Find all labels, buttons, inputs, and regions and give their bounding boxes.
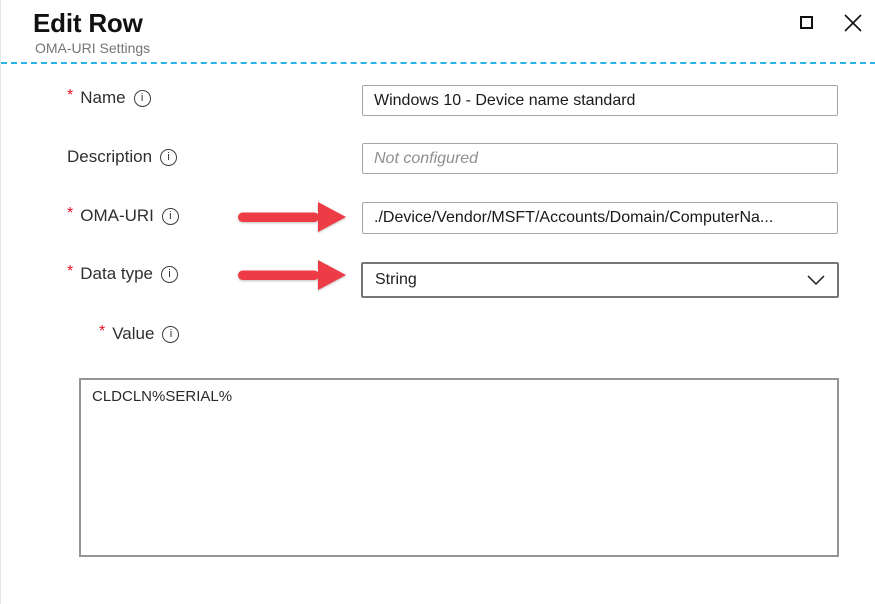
description-label: Description i (67, 147, 178, 167)
oma-uri-label-text: OMA-URI (80, 206, 154, 225)
dashed-separator (1, 62, 875, 64)
info-icon[interactable]: i (161, 207, 179, 225)
description-input[interactable] (362, 143, 838, 174)
value-label: * Value i (99, 323, 180, 344)
red-arrow-annotation (238, 202, 346, 232)
name-label-text: Name (80, 88, 126, 107)
required-marker: * (67, 87, 74, 104)
name-label: * Name i (67, 87, 151, 108)
description-label-text: Description (67, 147, 153, 166)
info-icon[interactable]: i (161, 265, 178, 283)
oma-uri-input[interactable] (362, 202, 838, 234)
data-type-select[interactable]: String (361, 262, 839, 298)
info-icon[interactable]: i (133, 89, 151, 107)
required-marker: * (67, 263, 74, 280)
close-icon[interactable] (842, 12, 864, 34)
maximize-icon[interactable] (800, 16, 813, 29)
name-input[interactable] (362, 85, 838, 116)
info-icon[interactable]: i (162, 325, 180, 343)
required-marker: * (67, 205, 74, 222)
dialog-title: Edit Row (33, 8, 143, 38)
red-arrow-annotation (238, 260, 346, 290)
info-icon[interactable]: i (160, 148, 178, 166)
dialog-subtitle: OMA-URI Settings (35, 40, 151, 56)
data-type-selected-value: String (375, 271, 417, 288)
required-marker: * (99, 323, 106, 340)
data-type-label: * Data type i (67, 263, 178, 284)
value-textarea[interactable]: CLDCLN%SERIAL% (79, 378, 839, 557)
data-type-label-text: Data type (80, 264, 153, 283)
chevron-down-icon (807, 275, 825, 285)
value-label-text: Value (112, 324, 155, 343)
oma-uri-label: * OMA-URI i (67, 205, 179, 226)
